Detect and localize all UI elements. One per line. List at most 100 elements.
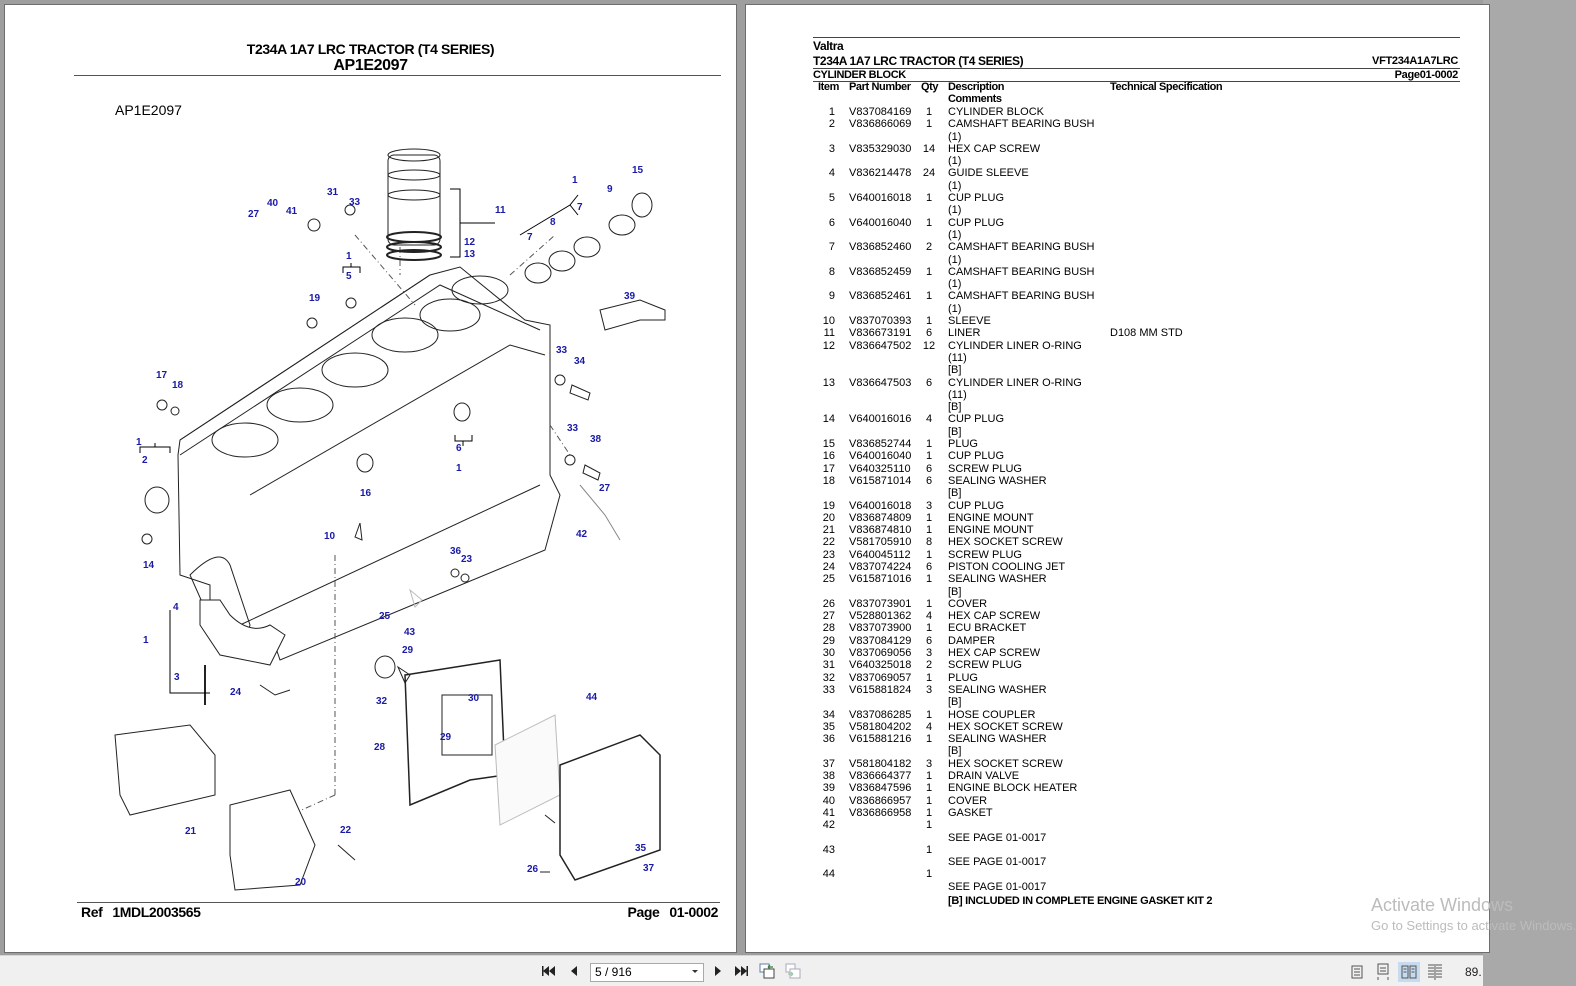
part-comment-row: (1) (813, 204, 1453, 216)
callout-1[interactable]: 1 (456, 463, 462, 474)
callout-14[interactable]: 14 (143, 560, 155, 571)
part-comment: (11) (948, 351, 967, 364)
callout-34[interactable]: 34 (574, 356, 586, 367)
part-description: CAMSHAFT BEARING BUSH (948, 118, 1095, 131)
callout-33[interactable]: 33 (567, 423, 579, 434)
callout-27[interactable]: 27 (248, 209, 260, 220)
callout-4[interactable]: 4 (173, 602, 179, 613)
callout-37[interactable]: 37 (643, 863, 655, 874)
callout-1[interactable]: 1 (136, 437, 142, 448)
callout-43[interactable]: 43 (404, 627, 416, 638)
callout-30[interactable]: 30 (468, 693, 480, 704)
callout-3[interactable]: 3 (174, 672, 180, 683)
previous-view-button[interactable] (759, 963, 775, 979)
continuous-facing-view-button[interactable] (1424, 962, 1446, 982)
callout-18[interactable]: 18 (172, 380, 184, 391)
callout-13[interactable]: 13 (464, 249, 476, 260)
part-number: V836852744 (849, 438, 912, 451)
part-description: ENGINE MOUNT (948, 524, 1034, 537)
callout-32[interactable]: 32 (376, 696, 388, 707)
callout-22[interactable]: 22 (340, 825, 352, 836)
part-qty: 1 (925, 868, 933, 881)
part-number: V836852460 (849, 241, 912, 254)
footer-divider (77, 902, 720, 903)
callout-29[interactable]: 29 (402, 645, 414, 656)
callout-27[interactable]: 27 (599, 483, 611, 494)
callout-39[interactable]: 39 (624, 291, 636, 302)
next-page-button[interactable] (710, 963, 726, 979)
col-comments: Comments (948, 93, 1002, 105)
callout-7[interactable]: 7 (577, 202, 583, 213)
callout-1[interactable]: 1 (572, 175, 578, 186)
next-view-button[interactable] (785, 963, 801, 979)
callout-6[interactable]: 6 (456, 443, 462, 454)
callout-23[interactable]: 23 (461, 554, 473, 565)
callout-9[interactable]: 9 (607, 184, 613, 195)
callout-29[interactable]: 29 (440, 732, 452, 743)
part-qty: 1 (925, 782, 933, 795)
part-item-number: 28 (822, 622, 835, 635)
callout-24[interactable]: 24 (230, 687, 242, 698)
part-qty: 12 (922, 339, 936, 352)
callout-2[interactable]: 2 (142, 455, 148, 466)
part-number: V837069057 (849, 671, 912, 684)
callout-41[interactable]: 41 (286, 206, 298, 217)
callout-8[interactable]: 8 (550, 217, 556, 228)
callout-15[interactable]: 15 (632, 165, 644, 176)
single-page-view-button[interactable] (1346, 962, 1368, 982)
callout-12[interactable]: 12 (464, 237, 476, 248)
part-number: V615881824 (849, 683, 912, 696)
callout-16[interactable]: 16 (360, 488, 372, 499)
callout-7[interactable]: 7 (527, 232, 533, 243)
part-comment: [B] (948, 425, 962, 438)
page-number-select[interactable]: 5 / 916 (590, 963, 704, 982)
callout-36[interactable]: 36 (450, 546, 462, 557)
part-number: V837073900 (849, 622, 912, 635)
facing-view-button[interactable] (1398, 962, 1420, 982)
callout-31[interactable]: 31 (327, 187, 339, 198)
col-qty: Qty (921, 81, 939, 93)
part-number: V640016018 (849, 499, 912, 512)
last-page-button[interactable] (733, 963, 749, 979)
model-divider (813, 68, 1460, 69)
callout-38[interactable]: 38 (590, 434, 602, 445)
callout-26[interactable]: 26 (527, 864, 539, 875)
callout-25[interactable]: 25 (379, 611, 391, 622)
continuous-view-button[interactable] (1372, 962, 1394, 982)
callout-10[interactable]: 10 (324, 531, 336, 542)
callout-28[interactable]: 28 (374, 742, 386, 753)
part-description: CYLINDER LINER O-RING (948, 339, 1082, 352)
part-item-number: 41 (822, 806, 835, 819)
callout-1[interactable]: 1 (143, 635, 149, 646)
callout-5[interactable]: 5 (346, 271, 352, 282)
callout-35[interactable]: 35 (635, 843, 647, 854)
part-number: V640016040 (849, 216, 912, 229)
callout-1[interactable]: 1 (346, 251, 352, 262)
callout-19[interactable]: 19 (309, 293, 321, 304)
callout-21[interactable]: 21 (185, 826, 197, 837)
zoom-level[interactable]: 89. (1465, 965, 1482, 979)
callout-42[interactable]: 42 (576, 529, 588, 540)
part-qty: 14 (922, 142, 936, 155)
callout-11[interactable]: 11 (495, 205, 506, 216)
part-item-number: 32 (822, 671, 835, 684)
callout-17[interactable]: 17 (156, 370, 168, 381)
part-qty: 1 (925, 733, 933, 746)
callout-20[interactable]: 20 (295, 877, 307, 888)
part-number: V835329030 (849, 142, 912, 155)
header-divider (74, 75, 721, 76)
first-page-button[interactable] (541, 963, 557, 979)
callout-44[interactable]: 44 (586, 692, 598, 703)
part-qty: 1 (925, 450, 933, 463)
previous-page-button[interactable] (566, 963, 582, 979)
callout-33[interactable]: 33 (349, 197, 361, 208)
callout-40[interactable]: 40 (267, 198, 279, 209)
part-qty: 2 (925, 241, 933, 254)
part-qty: 1 (925, 843, 933, 856)
callout-33[interactable]: 33 (556, 345, 568, 356)
